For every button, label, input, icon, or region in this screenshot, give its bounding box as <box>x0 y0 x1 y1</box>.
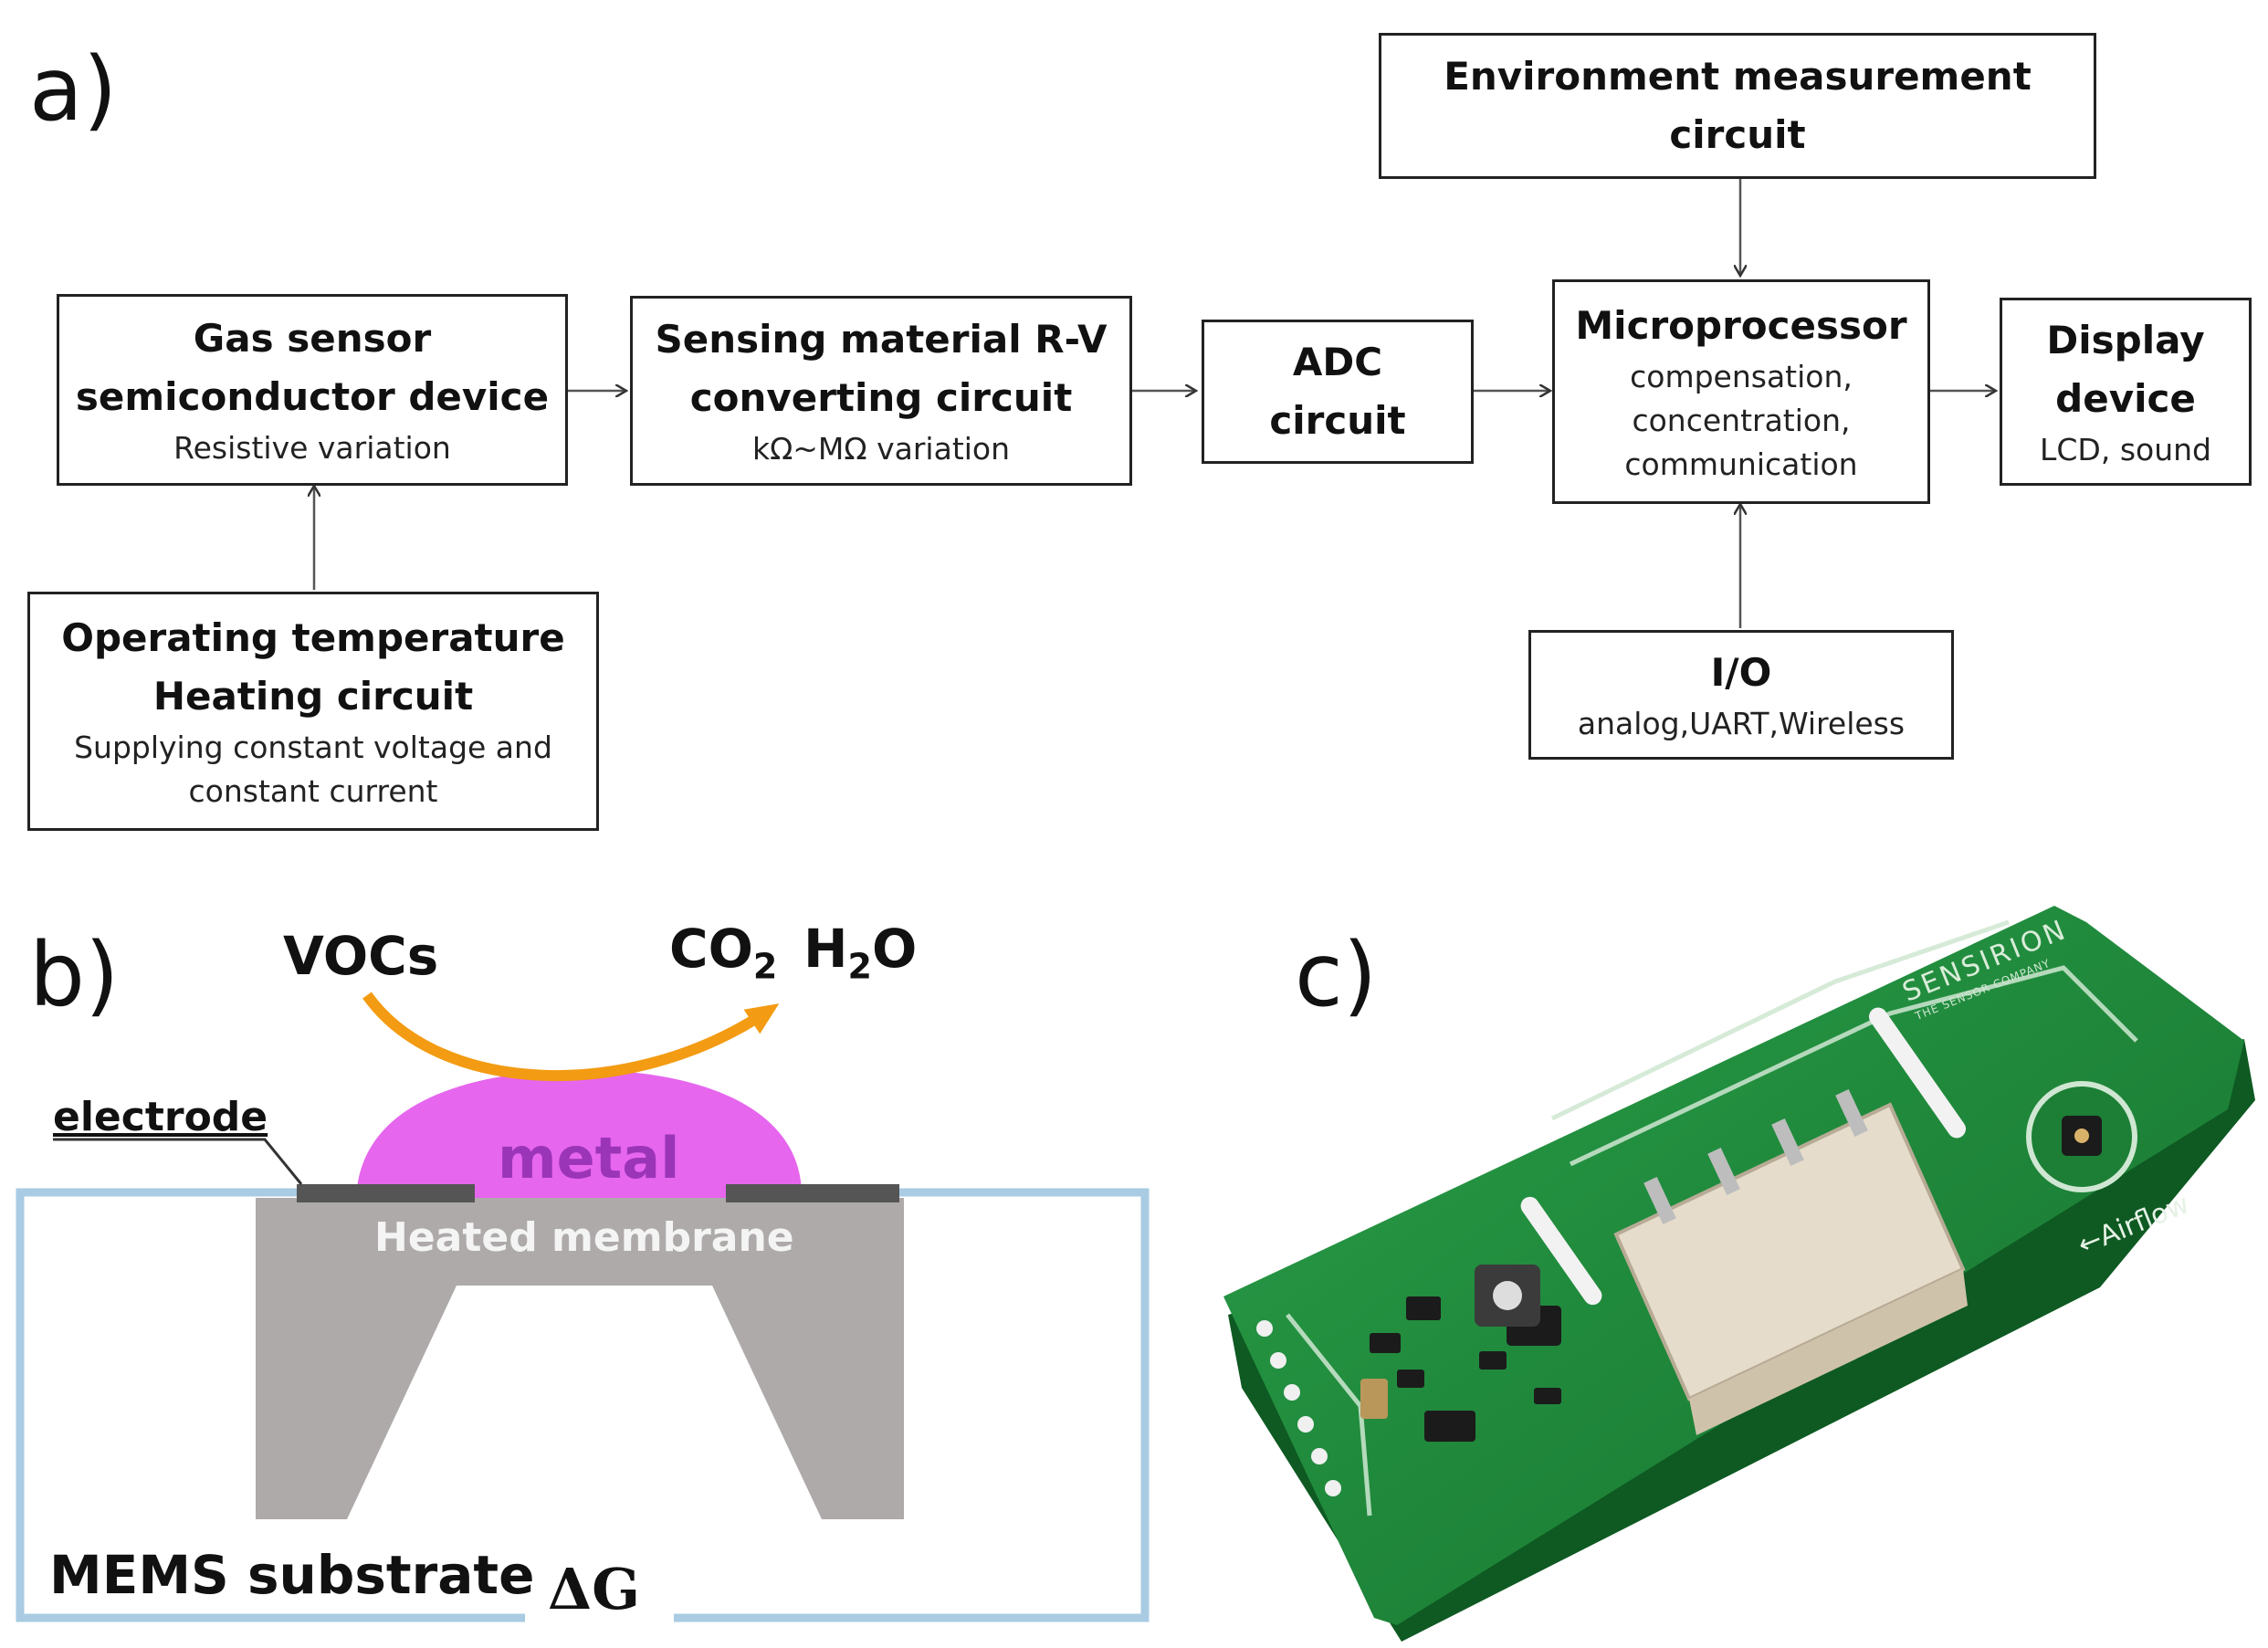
io-title: I/O <box>1710 650 1772 696</box>
connector-pin <box>1643 1176 1676 1225</box>
pcb-slot <box>1520 1196 1602 1306</box>
heated-membrane <box>256 1198 904 1519</box>
smd-component <box>1370 1333 1401 1353</box>
gas-title-2: semiconductor device <box>75 374 550 420</box>
pcb-hole <box>1284 1384 1300 1401</box>
env-title-1: Environment measurement <box>1444 54 2032 100</box>
adc-title-1: ADC <box>1292 340 1383 385</box>
display-subtitle: LCD, sound <box>2040 431 2211 467</box>
panel-a-label: a) <box>29 38 118 141</box>
display-title-1: Display <box>2046 318 2205 363</box>
panel-c-label: c) <box>1295 924 1378 1026</box>
heat-sub-1: Supplying constant voltage and <box>74 729 552 765</box>
pcb-hole <box>1311 1448 1328 1464</box>
rv-converter-box: Sensing material R-V converting circuit … <box>630 296 1132 486</box>
heat-sub-2: constant current <box>188 772 438 809</box>
mcu-sub-1: compensation, <box>1630 359 1853 395</box>
mcu-sub-3: communication <box>1624 446 1858 482</box>
h2o-tail: O <box>872 918 918 980</box>
connector-pin <box>1771 1118 1804 1167</box>
panel-b-label: b) <box>29 924 120 1026</box>
delta-g-label: ΔG <box>548 1556 641 1622</box>
mcu-sub-2: concentration, <box>1632 402 1851 438</box>
microprocessor-box: Microprocessor compensation, concentrati… <box>1552 279 1930 504</box>
smd-component <box>1534 1388 1561 1404</box>
smd-component <box>1406 1296 1441 1320</box>
adc-title-2: circuit <box>1269 398 1406 443</box>
heated-membrane-label: Heated membrane <box>374 1214 794 1261</box>
gas-sensor-box: Gas sensor semiconductor device Resistiv… <box>57 294 568 486</box>
mems-substrate-label: MEMS substrate <box>49 1544 535 1606</box>
co2-label: CO2 <box>669 922 777 984</box>
adc-box: ADC circuit <box>1202 320 1474 464</box>
heat-title-1: Operating temperature <box>61 615 565 661</box>
rv-title-2: converting circuit <box>689 375 1073 421</box>
pcb-slot <box>1868 1007 1967 1139</box>
co2-base: CO <box>669 918 753 980</box>
metal-label: metal <box>498 1125 680 1191</box>
environment-measurement-box: Environment measurement circuit <box>1379 33 2096 179</box>
smd-component-tan <box>1360 1379 1388 1419</box>
smd-component <box>1424 1411 1475 1442</box>
rv-title-1: Sensing material R-V <box>655 317 1108 362</box>
reaction-arrow <box>362 992 780 1082</box>
electrode-label: electrode <box>53 1094 268 1140</box>
gas-title-1: Gas sensor <box>193 316 432 362</box>
pcb-hole <box>1270 1352 1286 1369</box>
vocs-label: VOCs <box>283 925 439 987</box>
sensor-aperture <box>2074 1128 2089 1143</box>
connector-front <box>1689 1269 1968 1435</box>
electrode-right <box>726 1184 899 1202</box>
io-box: I/O analog,UART,Wireless <box>1528 630 1954 760</box>
pcb-trace <box>1550 919 2010 1121</box>
h2o-base: H <box>803 918 848 980</box>
io-subtitle: analog,UART,Wireless <box>1577 705 1906 741</box>
electrode-leader-line <box>53 1138 303 1185</box>
mcu-title: Microprocessor <box>1575 303 1907 349</box>
h2o-subscript: 2 <box>847 946 872 987</box>
metal-oxide-dome <box>356 1070 803 1198</box>
env-title-2: circuit <box>1669 112 1806 157</box>
pcb-hole <box>1297 1416 1314 1433</box>
connector-pin <box>1835 1088 1868 1138</box>
heat-title-2: Heating circuit <box>152 674 474 719</box>
ic-chip-window <box>1493 1281 1522 1310</box>
pcb-hole <box>1256 1320 1273 1337</box>
rv-subtitle: kΩ~MΩ variation <box>751 430 1011 467</box>
smd-component <box>1397 1370 1424 1388</box>
display-device-box: Display device LCD, sound <box>2000 298 2252 486</box>
heating-circuit-box: Operating temperature Heating circuit Su… <box>27 592 599 831</box>
display-title-2: device <box>2055 376 2196 422</box>
pcb-trace <box>1569 965 2138 1167</box>
electrode-left <box>297 1184 475 1202</box>
pcb-hole <box>1325 1480 1341 1496</box>
gas-subtitle: Resistive variation <box>173 429 451 466</box>
co2-subscript: 2 <box>752 946 778 987</box>
connector-pin <box>1707 1147 1740 1196</box>
smd-component <box>1479 1351 1507 1370</box>
h2o-label: H2O <box>803 922 917 984</box>
